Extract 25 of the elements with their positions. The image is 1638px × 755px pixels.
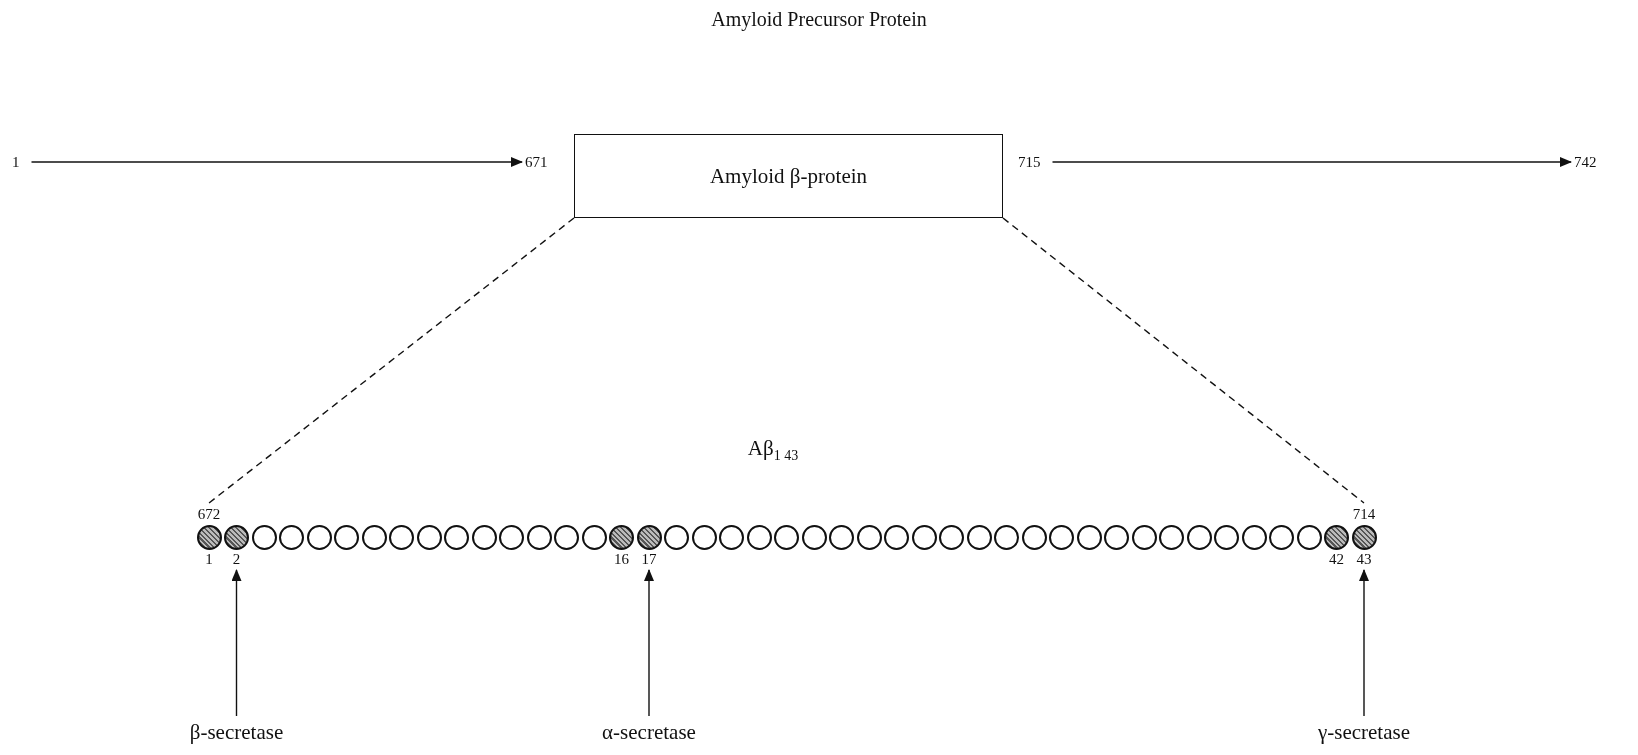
residue-position: 671 — [525, 152, 548, 172]
residue-number: 2 — [232, 551, 241, 567]
residue-number: 1 — [205, 551, 213, 567]
residue-number: 714 — [1352, 506, 1376, 522]
arrow — [644, 569, 654, 717]
residue-number: 672 — [197, 506, 221, 522]
enzyme-label: α-secretase — [602, 720, 696, 745]
enzyme-label: γ-secretase — [1317, 720, 1411, 745]
protein-box: Amyloid β-protein — [574, 134, 1003, 218]
enzyme-label: β-secretase — [189, 720, 284, 745]
dashed-line — [1002, 217, 1365, 504]
arrow — [1051, 157, 1572, 167]
residue-number: 42 — [1329, 551, 1344, 567]
peptide-label: Aβ$_{1 43}$ — [747, 436, 799, 465]
arrow — [1359, 569, 1369, 717]
dashed-line — [208, 217, 575, 504]
residue-position: 742 — [1574, 152, 1597, 172]
residue-position: 715 — [1018, 152, 1041, 172]
arrow — [231, 569, 242, 717]
arrow — [30, 157, 523, 167]
residue-number: 17 — [641, 551, 657, 567]
residue-number: 43 — [1356, 551, 1372, 567]
residue-number: 16 — [614, 551, 629, 567]
residue-position: 1 — [12, 152, 20, 172]
diagram-title: Amyloid Precursor Protein — [711, 8, 927, 30]
